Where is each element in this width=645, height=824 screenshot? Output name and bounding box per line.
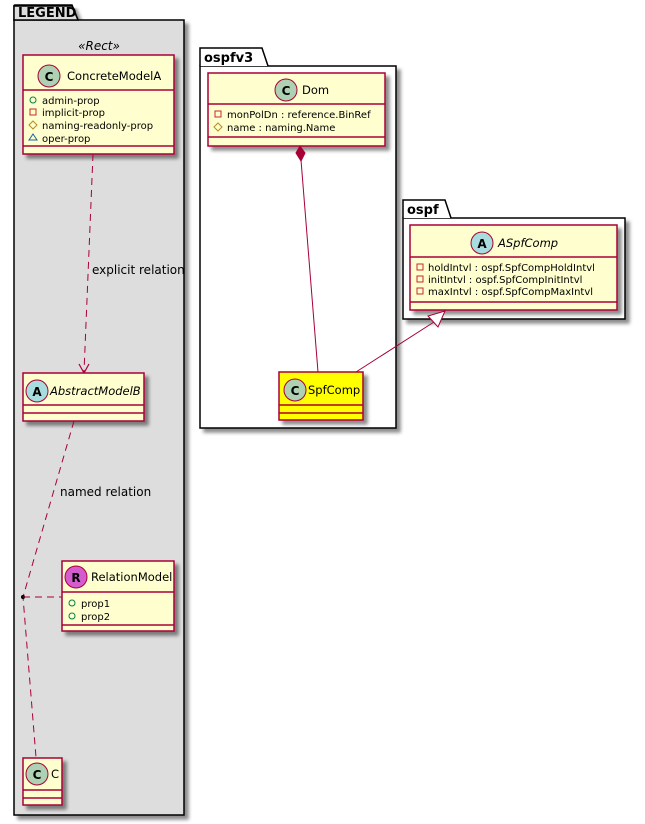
package-visibility-icon <box>28 133 38 141</box>
public-visibility-icon <box>68 599 76 607</box>
class-c-icon: C <box>25 762 49 786</box>
attribute-row: oper-prop <box>28 133 90 145</box>
ospfv3-tab <box>199 47 269 67</box>
attribute-row: holdIntvl : ospf.SpfCompHoldIntvl <box>416 263 595 274</box>
private-visibility-icon <box>416 263 424 271</box>
ospf-tab <box>402 199 452 219</box>
class-name: C <box>51 767 59 781</box>
class-c-icon: C <box>274 78 298 102</box>
public-visibility-icon <box>29 96 37 104</box>
class-spfcomp[interactable]: C SpfComp <box>278 371 364 421</box>
svg-text:C: C <box>45 70 54 84</box>
relation-label: explicit relation <box>92 263 185 277</box>
svg-text:C: C <box>291 384 300 398</box>
edge-explicit-relation: explicit relation <box>78 153 185 375</box>
attribute-row: implicit-prop <box>29 108 105 119</box>
legend-title: LEGEND <box>18 6 77 21</box>
svg-text:oper-prop: oper-prop <box>42 134 90 145</box>
edge-named-relation: named relation <box>21 420 151 785</box>
edge-generalization <box>355 310 446 373</box>
class-c-icon: C <box>37 64 61 88</box>
class-abstract-model-b[interactable]: A AbstractModelB <box>22 372 145 422</box>
svg-text:holdIntvl : ospf.SpfCompHoldIn: holdIntvl : ospf.SpfCompHoldIntvl <box>428 263 595 274</box>
class-relation-model[interactable]: R RelationModel prop1 prop2 <box>61 560 175 632</box>
attribute-row: monPolDn : reference.BinRef <box>214 110 371 121</box>
class-name: ConcreteModelA <box>67 69 161 83</box>
edge-composition <box>295 145 319 373</box>
private-visibility-icon <box>214 110 222 118</box>
class-c[interactable]: C C <box>22 757 63 806</box>
composition-diamond-icon <box>295 145 306 163</box>
public-visibility-icon <box>68 612 76 620</box>
class-a-icon: A <box>25 379 49 403</box>
class-c-icon: C <box>283 378 307 402</box>
svg-text:name : naming.Name: name : naming.Name <box>227 123 335 134</box>
svg-text:maxIntvl : ospf.SpfCompMaxIntv: maxIntvl : ospf.SpfCompMaxIntvl <box>428 287 593 298</box>
attribute-row: prop1 <box>68 599 110 610</box>
protected-visibility-icon <box>28 120 38 130</box>
svg-text:monPolDn : reference.BinRef: monPolDn : reference.BinRef <box>227 110 371 121</box>
class-dom[interactable]: C Dom monPolDn : reference.BinRef name :… <box>207 72 386 147</box>
svg-text:C: C <box>282 84 291 98</box>
class-name: SpfComp <box>308 383 360 397</box>
attribute-row: maxIntvl : ospf.SpfCompMaxIntvl <box>416 287 593 298</box>
protected-visibility-icon <box>213 122 223 132</box>
class-concrete-model-a[interactable]: C ConcreteModelA admin-prop implicit-pro… <box>22 54 175 155</box>
class-r-icon: R <box>64 565 88 589</box>
svg-text:prop1: prop1 <box>81 599 110 610</box>
private-visibility-icon <box>416 287 424 295</box>
attribute-row: admin-prop <box>29 96 100 107</box>
class-box <box>409 224 618 311</box>
class-aspfcomp[interactable]: A ASpfComp holdIntvl : ospf.SpfCompHoldI… <box>409 224 618 311</box>
legend-stereotype: «Rect» <box>78 39 120 53</box>
private-visibility-icon <box>29 108 37 116</box>
svg-text:A: A <box>477 237 487 251</box>
attribute-row: initIntvl : ospf.SpfCompInitIntvl <box>416 275 582 286</box>
class-name: RelationModel <box>91 570 172 584</box>
attribute-row: prop2 <box>68 612 110 623</box>
svg-text:initIntvl : ospf.SpfCompInitIn: initIntvl : ospf.SpfCompInitIntvl <box>428 275 582 286</box>
ospf-title: ospf <box>407 203 439 218</box>
svg-text:R: R <box>71 571 80 585</box>
relation-label: named relation <box>60 485 151 499</box>
ospfv3-title: ospfv3 <box>204 51 253 66</box>
attribute-row: naming-readonly-prop <box>28 120 153 132</box>
class-name: ASpfComp <box>497 236 558 250</box>
inheritance-triangle-icon <box>427 310 446 328</box>
class-name: Dom <box>302 83 329 97</box>
svg-text:C: C <box>33 768 42 782</box>
svg-text:implicit-prop: implicit-prop <box>42 108 105 119</box>
svg-text:prop2: prop2 <box>81 612 110 623</box>
svg-text:naming-readonly-prop: naming-readonly-prop <box>42 121 153 132</box>
svg-text:A: A <box>32 385 42 399</box>
attribute-row: name : naming.Name <box>213 122 335 134</box>
class-a-icon: A <box>470 231 494 255</box>
svg-text:admin-prop: admin-prop <box>42 96 100 107</box>
class-name: AbstractModelB <box>49 384 141 398</box>
class-box <box>207 72 386 147</box>
private-visibility-icon <box>416 275 424 283</box>
legend-tab-top <box>13 5 80 21</box>
